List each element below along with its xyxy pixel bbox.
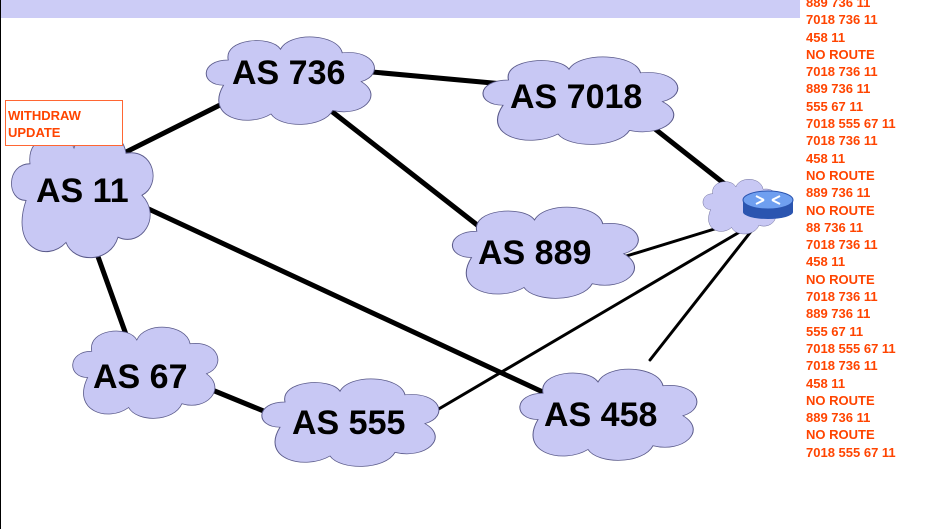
left-border [0,0,1,529]
route-update-item: NO ROUTE [806,202,875,218]
route-update-item: NO ROUTE [806,167,875,183]
node-as11-label: AS 11 [36,172,129,210]
route-update-item: 7018 736 11 [806,358,878,374]
node-as7018-label: AS 7018 [510,78,642,116]
route-update-item: 889 736 11 [806,0,871,10]
route-update-item: 7018 736 11 [806,133,878,149]
route-update-item: 458 11 [806,375,846,391]
node-as67-label: AS 67 [93,358,188,396]
route-update-item: 889 736 11 [806,410,871,426]
link-736-889 [327,107,493,238]
route-update-item: 7018 736 11 [806,289,878,305]
route-update-item: 88 736 11 [806,219,864,235]
link-555-router [418,218,762,422]
route-update-item: 7018 736 11 [806,12,878,28]
route-update-item: 7018 736 11 [806,64,878,80]
node-as458-label: AS 458 [544,396,657,434]
node-as736-label: AS 736 [232,54,345,92]
route-update-item: 7018 736 11 [806,237,878,253]
route-update-item: NO ROUTE [806,392,875,408]
route-update-item: 458 11 [806,254,846,270]
node-as555-label: AS 555 [292,404,405,442]
route-update-item: 889 736 11 [806,81,871,97]
route-update-item: NO ROUTE [806,427,875,443]
link-11-458 [137,202,563,403]
route-update-item: 555 67 11 [806,98,864,114]
router-icon [742,190,794,219]
title-bar-strip [0,0,800,18]
route-update-item: 7018 555 67 11 [806,116,896,132]
update-label: UPDATE [8,125,61,140]
withdraw-label: WITHDRAW [8,108,81,123]
route-update-item: NO ROUTE [806,271,875,287]
route-update-item: 889 736 11 [806,185,871,201]
route-update-item: 7018 555 67 11 [806,444,896,460]
withdraw-update-box: WITHDRAW UPDATE [5,100,123,146]
route-update-item: NO ROUTE [806,46,875,62]
node-as889-label: AS 889 [478,234,591,272]
link-458-router [648,218,762,362]
route-update-item: 7018 555 67 11 [806,340,896,356]
route-update-item: 889 736 11 [806,306,871,322]
route-update-item: 458 11 [806,150,846,166]
route-update-item: 458 11 [806,29,846,45]
route-update-item: 555 67 11 [806,323,864,339]
link-736-7018 [347,67,518,88]
